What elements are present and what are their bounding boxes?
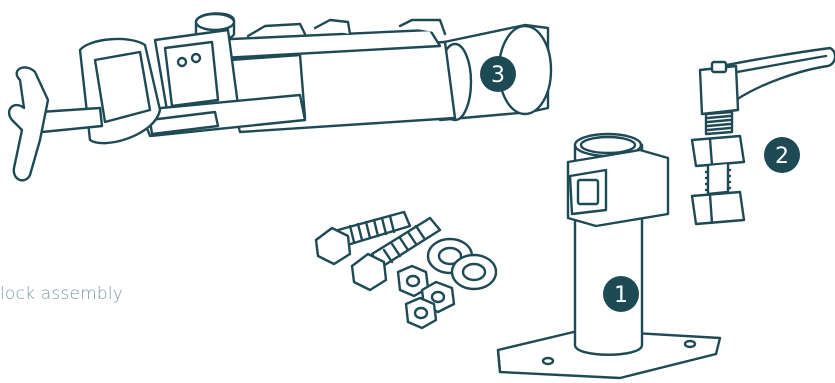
clamp-block-part — [9, 13, 551, 180]
badge-part-1-label: 1 — [614, 283, 628, 308]
badge-part-1: 1 — [603, 276, 639, 312]
post-base-mount-part — [498, 134, 720, 378]
badge-part-2-label: 2 — [775, 144, 789, 169]
badge-part-3-label: 3 — [491, 63, 505, 88]
bolts-and-nuts-part — [316, 212, 496, 328]
diagram-caption: lock assembly — [0, 284, 123, 304]
badge-part-3: 3 — [480, 56, 516, 92]
clamp-lever-part — [692, 48, 835, 224]
badge-part-2: 2 — [764, 137, 800, 173]
